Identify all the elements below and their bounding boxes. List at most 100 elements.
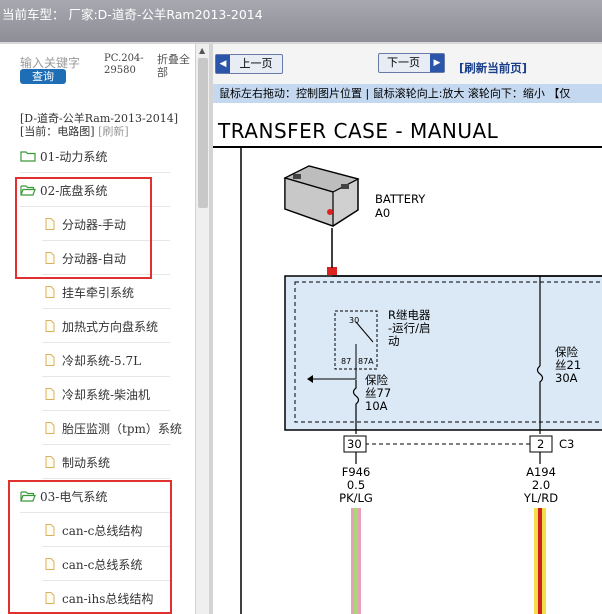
tree-item-label: 分动器-手动 [62, 217, 127, 232]
connector-pin-2 [529, 435, 553, 453]
left-panel-scrollbar[interactable]: ▲ [195, 44, 210, 614]
highlight-box-chassis [15, 177, 152, 279]
relay-arrow [307, 375, 313, 383]
wire-f946-stripe [354, 508, 358, 614]
tree-divider [42, 546, 170, 547]
wire-f946-label: F946 0.5 PK/LG [339, 465, 373, 505]
tree-item-label: 加热式方向盘系统 [62, 319, 159, 334]
document-icon [45, 286, 55, 298]
wiring-diagram-viewer[interactable]: TRANSFER CASE - MANUAL [213, 104, 602, 614]
tree-item-electrical-system[interactable]: 03-电气系统 [20, 485, 107, 507]
next-page-button[interactable]: 下一页 ▶ [378, 53, 445, 73]
power-distribution-box [284, 275, 602, 431]
document-icon [45, 422, 55, 434]
usage-hint-text: 鼠标左右拖动：控制图片位置 | 鼠标滚轮向上:放大 滚轮向下：缩小 【仅 [219, 87, 571, 100]
document-icon [45, 456, 55, 468]
tree-divider [42, 410, 170, 411]
tree-item-tpm[interactable]: 胎压监测（tpm）系统 [42, 417, 182, 439]
tree-item-label: 03-电气系统 [40, 489, 108, 504]
document-icon [45, 524, 55, 536]
usage-hint-bar: 鼠标左右拖动：控制图片位置 | 鼠标滚轮向上:放大 滚轮向下：缩小 【仅 [213, 84, 602, 103]
title-bar: 当前车型： 厂家:D-道奇-公羊Ram2013-2014 [0, 0, 602, 42]
tree-divider [42, 342, 170, 343]
fuse-21-label: 保险 丝21 30A [555, 345, 582, 385]
tree-item-can-c-structure[interactable]: can-c总线结构 [42, 519, 142, 541]
folder-open-icon [20, 185, 36, 196]
tree-divider [42, 274, 170, 275]
relay-pin-87: 87 [341, 357, 352, 366]
wiring-diagram-svg [240, 148, 602, 614]
tree-item-label: 挂车牵引系统 [62, 285, 135, 300]
breadcrumb-current: [当前：电路图] [20, 125, 95, 138]
tree-item-label: 制动系统 [62, 455, 111, 470]
tree-divider [42, 376, 170, 377]
refresh-page-link[interactable]: [刷新当前页] [459, 61, 528, 75]
battery-label: BATTERY [375, 192, 426, 206]
breadcrumb: [D-道奇-公羊Ram-2013-2014] [当前：电路图] [刷新] [20, 112, 200, 138]
toolbar: ◀ 上一页 下一页 ▶ [刷新当前页] [213, 44, 602, 84]
tree-item-can-c-system[interactable]: can-c总线系统 [42, 553, 142, 575]
panel-divider[interactable] [209, 44, 213, 614]
scroll-up-arrow-icon[interactable]: ▲ [199, 46, 206, 55]
document-icon [45, 320, 55, 332]
connector-name: C3 [559, 437, 575, 451]
tree-item-label: 01-动力系统 [40, 149, 108, 164]
document-icon [45, 592, 55, 604]
relay-output-wire [313, 366, 357, 380]
next-page-label: 下一页 [387, 56, 420, 69]
tree-divider [42, 308, 170, 309]
tree-divider [20, 206, 170, 207]
highlight-box-electrical [8, 480, 172, 614]
pdc-inner-outline [294, 281, 602, 423]
tree-item-power-system[interactable]: 01-动力系统 [20, 145, 107, 167]
wire-a194-stripe [538, 508, 542, 614]
tree-item-label: can-c总线结构 [62, 523, 143, 538]
tree-divider [42, 240, 170, 241]
tree-item-label: 02-底盘系统 [40, 183, 108, 198]
tree-item-label: 胎压监测（tpm）系统 [62, 421, 182, 436]
connector-pin-30 [343, 435, 367, 453]
battery-id: A0 [375, 206, 391, 220]
breadcrumb-refresh-link[interactable]: [刷新] [98, 125, 129, 138]
prev-page-label: 上一页 [239, 57, 273, 70]
tree-item-heated-steering[interactable]: 加热式方向盘系统 [42, 315, 158, 337]
relay-label: R继电器 -运行/启 动 [388, 308, 431, 348]
wire-a194-label: A194 2.0 YL/RD [523, 465, 559, 505]
arrow-right-icon: ▶ [430, 54, 444, 72]
tree-item-chassis-system[interactable]: 02-底盘系统 [20, 179, 107, 201]
tree-item-label: 冷却系统-5.7L [62, 353, 142, 368]
tree-item-label: can-c总线系统 [62, 557, 143, 572]
tree-item-cooling-diesel[interactable]: 冷却系统-柴油机 [42, 383, 150, 405]
tree-item-brake[interactable]: 制动系统 [42, 451, 110, 473]
tree-divider [42, 478, 170, 479]
tree-item-transfer-case-manual[interactable]: 分动器-手动 [42, 213, 126, 235]
connector-pin-30-label: 30 [347, 437, 362, 451]
diagram-title-rule [213, 146, 602, 148]
collapse-all-button[interactable]: 折叠全部 [157, 53, 190, 79]
tree-item-trailer-tow[interactable]: 挂车牵引系统 [42, 281, 134, 303]
prev-page-button[interactable]: ◀ 上一页 [215, 54, 283, 74]
tree-divider [20, 512, 170, 513]
tree-item-transfer-case-auto[interactable]: 分动器-自动 [42, 247, 126, 269]
tree-item-can-ihs-structure[interactable]: can-ihs总线结构 [42, 587, 153, 609]
doc-code: PC.204- 29580 [104, 53, 144, 76]
fuse-21 [536, 365, 544, 434]
fuse-77-label: 保险 丝77 10A [365, 373, 392, 413]
title-bar-divider [0, 42, 602, 44]
tree-item-cooling-5-7[interactable]: 冷却系统-5.7L [42, 349, 141, 371]
battery-icon [283, 165, 360, 227]
scrollbar-thumb[interactable] [198, 58, 208, 208]
diagram-title: TRANSFER CASE - MANUAL [218, 119, 499, 143]
tree-item-label: can-ihs总线结构 [62, 591, 154, 606]
battery-terminal [327, 267, 337, 275]
document-icon [45, 354, 55, 366]
document-icon [45, 388, 55, 400]
search-button[interactable]: 查询 [20, 69, 66, 84]
tree-item-label: 冷却系统-柴油机 [62, 387, 151, 402]
search-input[interactable]: 输入关键字 [20, 56, 81, 70]
relay-pin-87a: 87A [358, 357, 374, 366]
document-icon [45, 252, 55, 264]
document-icon [45, 558, 55, 570]
fuse-77 [352, 380, 360, 434]
folder-icon [20, 151, 36, 162]
